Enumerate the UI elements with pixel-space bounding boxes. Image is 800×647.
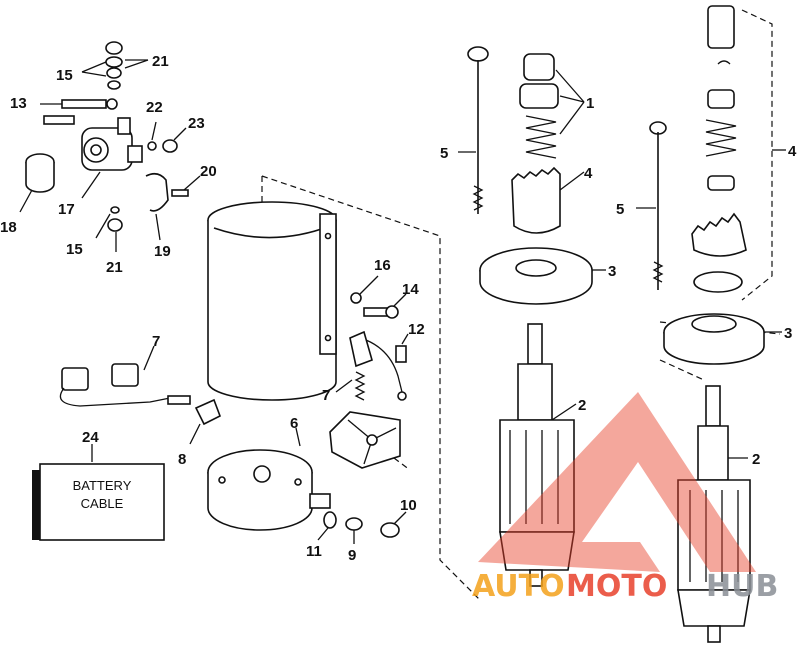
callout-19: 19	[154, 243, 171, 260]
spring-7	[354, 371, 366, 401]
callout-5-right: 5	[616, 201, 624, 218]
nut-22	[147, 141, 157, 151]
callout-3-right: 3	[784, 325, 792, 342]
automotohub-watermark: AUTO MOTO HUB	[472, 392, 778, 604]
callout-7-right: 7	[322, 387, 330, 404]
armature-2-left	[499, 323, 575, 587]
washer-11	[323, 511, 337, 529]
screw-12	[395, 345, 407, 363]
solenoid-17	[81, 117, 143, 171]
callout-1: 1	[586, 95, 594, 112]
callout-4-left: 4	[584, 165, 593, 182]
callout-23: 23	[188, 115, 205, 132]
watermark-hub-text: HUB	[706, 569, 778, 604]
nut-10	[380, 522, 400, 538]
nut-15-21-bottom	[107, 206, 123, 232]
callout-12: 12	[408, 321, 425, 338]
callout-17: 17	[58, 201, 75, 218]
end-cap	[207, 449, 331, 531]
callout-9: 9	[348, 547, 356, 564]
callout-11: 11	[306, 543, 322, 560]
callout-16: 16	[374, 257, 391, 274]
drive-parts-1	[519, 53, 559, 159]
screw-13	[43, 98, 118, 125]
callout-7-left: 7	[152, 333, 160, 350]
callout-5-left: 5	[440, 145, 448, 162]
callout-14: 14	[402, 281, 419, 298]
battery-label-line1: BATTERY	[73, 478, 132, 493]
callout-24: 24	[82, 429, 99, 446]
bracket-19	[145, 172, 169, 212]
brush-lead-7-right	[349, 330, 407, 401]
pinion-gear-4-left	[511, 166, 561, 234]
motor-frame	[207, 201, 337, 401]
callout-15-bottom: 15	[66, 241, 83, 258]
callout-10: 10	[400, 497, 417, 514]
drive-end-housing-3-left	[479, 247, 593, 305]
through-bolt-5-left	[467, 46, 489, 214]
callout-22: 22	[146, 99, 163, 116]
watermark-triangle-mark	[478, 392, 756, 572]
brush-set-7-left	[59, 363, 191, 407]
washer-16	[350, 292, 362, 304]
callout-2-left: 2	[578, 397, 586, 414]
callout-21-bottom: 21	[106, 259, 123, 276]
watermark-auto-text: AUTO	[472, 569, 565, 604]
drive-parts-4-right	[691, 5, 747, 293]
nut-23	[162, 139, 178, 153]
callout-15-top: 15	[56, 67, 73, 84]
callout-21-top: 21	[152, 53, 169, 70]
bushing-18	[25, 153, 55, 193]
callout-20: 20	[200, 163, 217, 180]
nut-21-top	[105, 41, 123, 90]
bolt-20	[171, 189, 189, 197]
callout-4-right: 4	[788, 143, 797, 160]
callout-3-left: 3	[608, 263, 616, 280]
battery-label-line2: CABLE	[81, 496, 124, 511]
brush-holder-6	[329, 411, 401, 469]
screw-14	[363, 305, 399, 319]
through-bolt-5-right	[649, 121, 667, 290]
callout-18: 18	[0, 219, 17, 236]
drive-end-housing-3-right	[663, 313, 765, 365]
callout-8: 8	[178, 451, 186, 468]
armature-2-right	[677, 385, 751, 643]
washer-9	[345, 517, 363, 531]
watermark-moto-text: MOTO	[566, 569, 667, 604]
terminal-8	[194, 398, 222, 426]
callout-2-right: 2	[752, 451, 760, 468]
callout-13: 13	[10, 95, 27, 112]
battery-cable-box	[32, 463, 165, 541]
callout-6: 6	[290, 415, 298, 432]
